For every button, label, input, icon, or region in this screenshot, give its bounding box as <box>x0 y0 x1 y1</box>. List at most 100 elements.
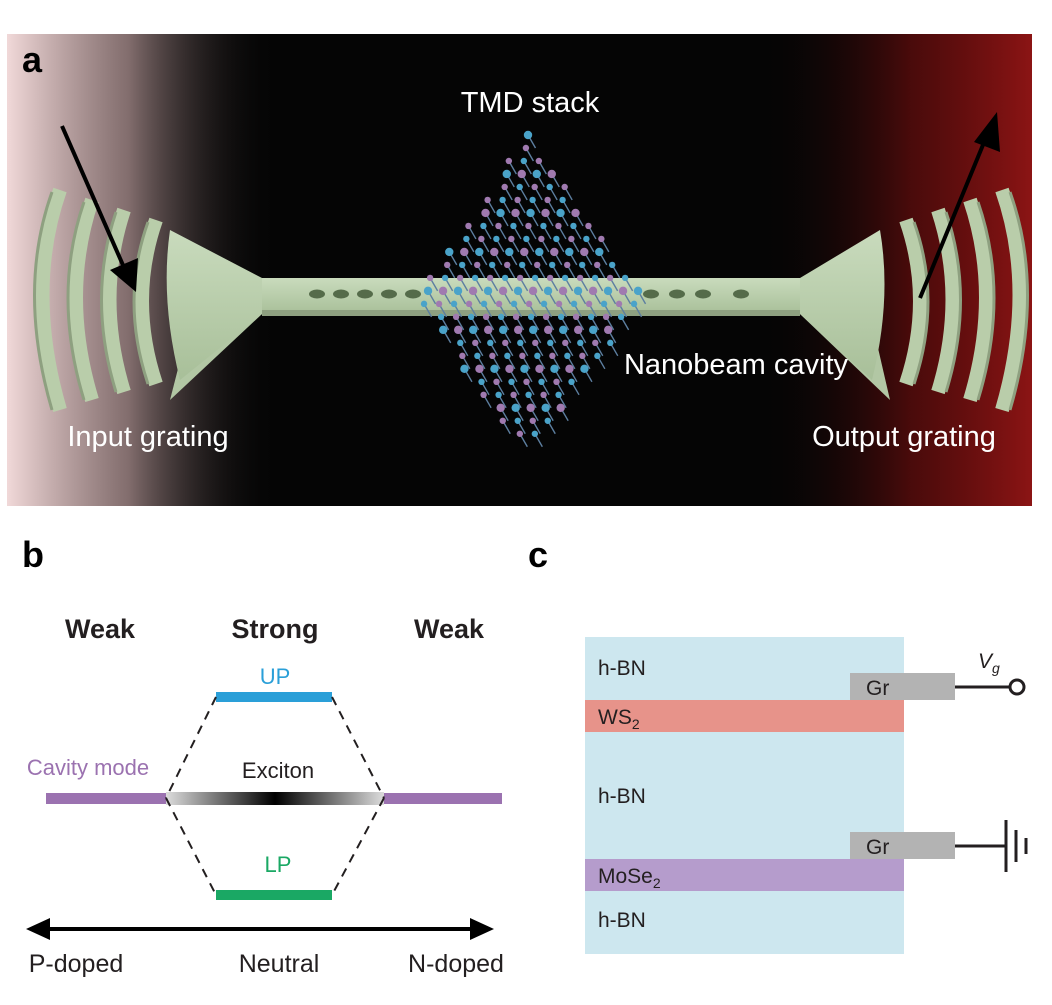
tmd-atom <box>618 286 628 296</box>
tmd-atom <box>531 274 539 282</box>
tmd-atom <box>561 183 568 191</box>
tmd-atom <box>579 352 586 360</box>
tmd-atom <box>513 286 523 296</box>
tmd-atom <box>555 222 562 230</box>
hbn-bottom-label: h-BN <box>598 909 646 932</box>
tmd-atom <box>502 169 511 179</box>
tmd-lattice <box>420 130 647 448</box>
tmd-atom <box>555 391 562 398</box>
output-grating-label: Output grating <box>812 421 996 453</box>
tmd-atom <box>546 183 553 191</box>
tmd-atom <box>505 157 513 165</box>
tmd-atom <box>587 313 595 321</box>
tmd-atom <box>490 247 499 257</box>
tmd-atom <box>531 183 538 191</box>
tmd-atom <box>565 247 574 257</box>
nanobeam-cavity-label: Nanobeam cavity <box>624 349 849 381</box>
tmd-atom <box>517 169 526 179</box>
tmd-atom <box>443 261 451 269</box>
tmd-atom <box>495 222 502 230</box>
nanobeam-hole <box>405 289 421 299</box>
tmd-atom <box>508 235 515 243</box>
tmd-atom <box>570 300 578 308</box>
lower-polariton-level <box>216 890 332 900</box>
tmd-atom <box>493 378 500 386</box>
tmd-atom <box>580 247 589 257</box>
ws2-label: WS2 <box>598 706 640 732</box>
panel-c-letter: c <box>528 534 548 575</box>
tmd-atom <box>615 300 623 308</box>
tmd-atom <box>474 352 481 360</box>
tmd-atom <box>606 274 614 282</box>
tmd-atom <box>527 313 535 321</box>
tmd-atom <box>617 313 625 321</box>
panel-a-letter: a <box>22 39 43 80</box>
tmd-atom <box>486 274 494 282</box>
tmd-atom <box>576 274 584 282</box>
tmd-atom <box>535 247 544 257</box>
tmd-atom <box>525 300 533 308</box>
tmd-atom <box>505 247 514 257</box>
tmd-atom <box>460 364 469 374</box>
tmd-atom <box>547 339 554 347</box>
nanobeam-hole <box>333 289 349 299</box>
panel-c: c h-BN WS2 h-BN MoSe2 h-BN Gr Gr Vg <box>528 534 1028 954</box>
tmd-atom <box>549 352 556 360</box>
tmd-atom <box>555 300 563 308</box>
tmd-atom <box>495 300 503 308</box>
upper-polariton-level <box>216 692 332 702</box>
tmd-atom <box>487 339 494 347</box>
doping-axis-arrow <box>26 918 494 940</box>
nanobeam-hole <box>309 289 325 299</box>
nanobeam-hole <box>695 289 711 299</box>
tmd-atom <box>478 235 485 243</box>
tmd-stack-label: TMD stack <box>461 87 600 119</box>
tmd-atom <box>534 352 541 360</box>
output-grating-shape <box>800 187 1029 412</box>
vg-label: Vg <box>978 650 1000 676</box>
tmd-atom <box>568 235 575 243</box>
tmd-atom <box>593 261 601 269</box>
tmd-atom <box>574 325 583 335</box>
neutral-label: Neutral <box>239 950 320 978</box>
tmd-atom <box>550 247 559 257</box>
tmd-atom <box>510 300 518 308</box>
tmd-atom <box>511 403 520 412</box>
tmd-atom <box>532 169 541 179</box>
tmd-atom <box>544 325 553 335</box>
tmd-atom <box>603 286 613 296</box>
output-arrow <box>918 112 1000 299</box>
tmd-atom <box>478 378 485 386</box>
tmd-atom <box>437 313 445 321</box>
tmd-atom <box>514 196 521 204</box>
tmd-atom <box>544 417 551 424</box>
weak-right-label: Weak <box>414 614 485 644</box>
tmd-atom <box>519 352 526 360</box>
tmd-atom <box>514 325 523 335</box>
tmd-atom <box>452 313 460 321</box>
tmd-atom <box>608 261 616 269</box>
tmd-atom <box>481 208 490 218</box>
tmd-atom <box>553 378 560 386</box>
up-label: UP <box>260 664 291 689</box>
tmd-atom <box>469 325 478 335</box>
tmd-atom <box>533 261 541 269</box>
tmd-atom <box>475 364 484 374</box>
tmd-atom <box>512 313 520 321</box>
tmd-atom <box>496 208 505 218</box>
tmd-atom <box>538 378 545 386</box>
nanobeam-hole <box>357 289 373 299</box>
tmd-atom <box>516 430 524 437</box>
tmd-atom <box>488 261 496 269</box>
tmd-atom <box>604 325 613 335</box>
tmd-atom <box>504 352 511 360</box>
tmd-atom <box>594 352 601 360</box>
exciton-level <box>166 792 384 805</box>
tmd-atom <box>630 300 638 308</box>
tmd-atom <box>535 157 543 165</box>
tmd-atom <box>465 300 473 308</box>
tmd-atom <box>456 274 464 282</box>
cavity-mode-label: Cavity mode <box>27 755 149 780</box>
tmd-atom <box>531 430 539 437</box>
